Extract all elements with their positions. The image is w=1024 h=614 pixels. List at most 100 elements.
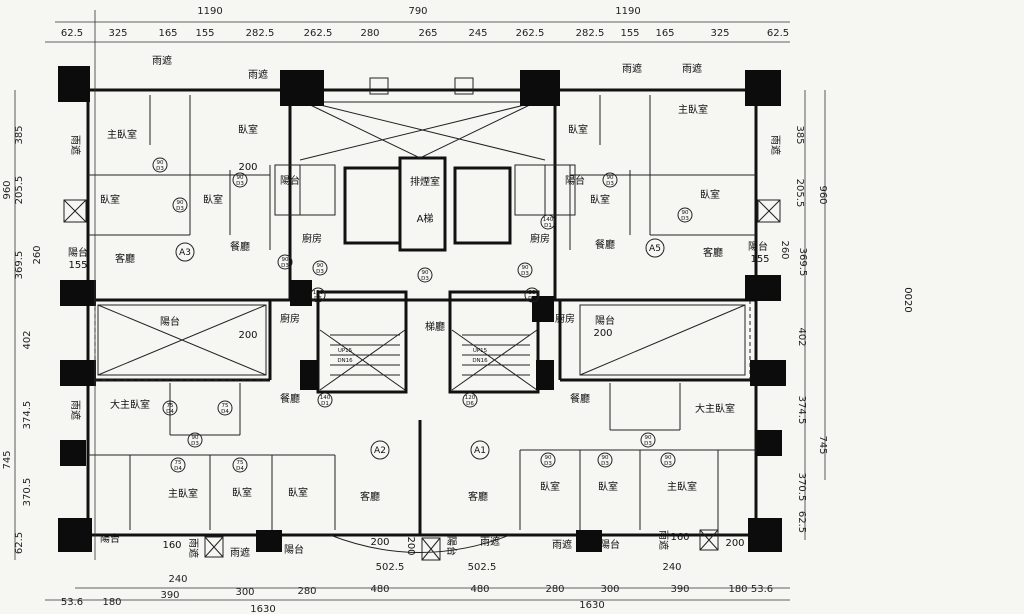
door-tag-type: D4 [174,466,182,472]
door-tag-type: D3 [156,166,164,172]
dimension-label: 240 [168,574,187,585]
door-tag-type: D4 [166,409,174,415]
door-tag-type: D3 [176,206,184,212]
room-label-a5: 主臥室 [678,103,708,116]
door-tag-width: 90 [317,263,324,269]
dimension-label: 300 [600,584,619,595]
dimension-label: 502.5 [376,562,405,573]
door-tag-type: D4 [221,409,229,415]
room-label-perimeter: 200 [725,538,744,549]
room-label-a3: 廚房 [302,232,322,245]
door-tag-circle [172,197,188,213]
room-label-a3: 臥室 [100,193,120,206]
room-label-a2: 主臥室 [168,487,198,500]
dimension-label: 260 [779,240,790,259]
stair-note: DN16 [472,358,488,364]
door-tag-circle [162,400,178,416]
room-label-a2: 餐廳 [280,392,300,405]
room-label-perimeter: 雨遮 [187,538,200,558]
room-label-perimeter: 雨遮 [248,68,268,81]
door-tag-width: 75 [237,460,244,466]
door-tag-circle [277,254,293,270]
door-tag-width: 90 [237,175,244,181]
door-tag-circle [660,452,676,468]
room-label-perimeter: 160 [162,540,181,551]
dimension-label: 370.5 [22,478,33,507]
room-label-perimeter: 雨遮 [69,135,82,155]
dimension-label: 300 [235,587,254,598]
room-label-perimeter: 雨遮 [480,535,500,548]
dimension-label: 62.5 [767,28,789,39]
stair-note: DN16 [337,358,353,364]
dimension-label: 180 [102,597,121,608]
door-tag-width: 90 [157,160,164,166]
stair-note: UP15 [338,348,353,354]
room-label-a5: 臥室 [568,123,588,136]
handwritten-note: 0020 [902,287,913,312]
room-label-perimeter: 155 [68,260,87,271]
door-tag-type: D3 [236,181,244,187]
dimension-label: 369.5 [797,248,808,277]
door-tag-circle [524,287,540,303]
dimension-label: 205.5 [794,179,805,208]
dimension-label: 280 [360,28,379,39]
room-label-mid: 陽台 [160,315,180,328]
dimension-label: 282.5 [246,28,275,39]
dimension-label: 480 [470,584,489,595]
door-tag-type: D3 [521,271,529,277]
door-tag-width: 90 [545,455,552,461]
door-tag-width: 90 [192,435,199,441]
room-label-core: 排煙室 [410,175,440,188]
door-tag-width: 90 [529,290,536,296]
room-label-perimeter: 200 [370,537,389,548]
door-tag-circle [187,432,203,448]
door-tag-type: D6 [314,296,322,302]
door-tag-type: D3 [601,461,609,467]
dimension-label: 260 [32,245,43,264]
room-label-perimeter: 200 [238,162,257,173]
dimension-label: 960 [817,185,828,204]
room-label-a5: 餐廳 [595,238,615,251]
unit-label: A2 [374,446,386,456]
dimension-label: 53.6 [61,597,83,608]
dimension-label: 165 [158,28,177,39]
door-tag-circle [312,260,328,276]
door-tag-width: 90 [607,175,614,181]
door-tag-circle [677,207,693,223]
door-tag-type: D3 [421,276,429,282]
door-tag-width: 90 [177,200,184,206]
door-tag-width: 120 [465,395,476,401]
room-label-mid: 廚房 [280,312,300,325]
room-label-perimeter: 雨遮 [230,546,250,559]
dimension-label: 385 [794,125,805,144]
door-tag-type: D3 [528,296,536,302]
room-label-a5: 廚房 [530,232,550,245]
dimension-label: 1190 [615,6,640,17]
dimension-label: 325 [710,28,729,39]
door-tag-width: 90 [602,455,609,461]
door-tag-width: 120 [313,290,324,296]
dimension-label: 240 [662,562,681,573]
door-tag-circle [417,267,433,283]
dimension-label: 745 [817,435,828,454]
room-label-mid: 200 [238,330,257,341]
door-tag-type: D3 [681,216,689,222]
door-tag-circle [310,287,326,303]
dimension-label: 280 [297,586,316,597]
door-tag-circle [217,400,233,416]
door-tag-circle [170,457,186,473]
door-tag-width: 90 [645,435,652,441]
door-tag-type: D3 [191,441,199,447]
room-label-a1: 客廳 [468,490,488,503]
room-label-perimeter: 雨遮 [622,62,642,75]
room-label-a3: 臥室 [203,193,223,206]
room-label-mid: 廚房 [555,312,575,325]
door-tag-width: 90 [665,455,672,461]
room-label-a3: 陽台 [280,174,300,187]
room-label-perimeter: 雨遮 [152,54,172,67]
room-label-perimeter: 陽台 [68,246,88,259]
unit-marker-circle [175,242,195,262]
door-tag-type: D3 [606,181,614,187]
dimension-label: 369.5 [14,251,25,280]
